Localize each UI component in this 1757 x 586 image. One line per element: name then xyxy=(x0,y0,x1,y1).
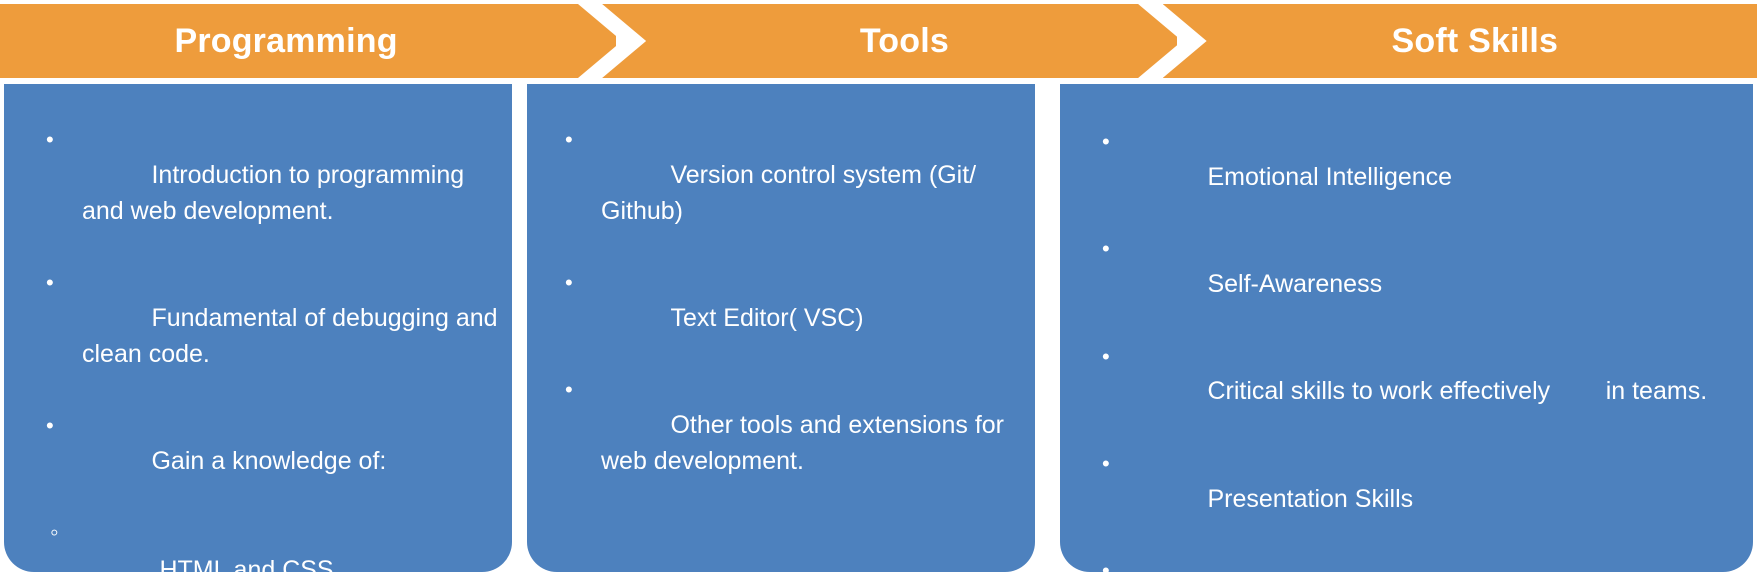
programming-sub-bullet-list: HTML and CSS. Responsive web design Basi… xyxy=(4,515,512,572)
panel-programming: Introduction to programming and web deve… xyxy=(4,84,512,572)
sub-list-item: HTML and CSS. xyxy=(46,515,512,572)
list-item-text: Introduction to programming and web deve… xyxy=(82,160,472,225)
list-item: Fundamental of debugging and clean code. xyxy=(40,265,498,408)
header-chevron-tools[interactable]: Tools xyxy=(602,4,1177,78)
panel-soft-skills: Emotional Intelligence Self-Awareness Cr… xyxy=(1060,84,1753,572)
header-chevron-band: Programming Tools Soft Skills xyxy=(0,4,1757,78)
header-chevron-soft-skills-label: Soft Skills xyxy=(1391,22,1559,60)
header-chevron-tools-label: Tools xyxy=(859,22,949,60)
list-item-text: Gain a knowledge of: xyxy=(151,446,387,475)
list-item: Emotional Intelligence xyxy=(1096,124,1737,231)
list-item: Critical skills to work effectively in t… xyxy=(1096,339,1737,446)
list-item-text: Version control system (Git/ Github) xyxy=(601,160,984,225)
sub-list-item-text: HTML and CSS. xyxy=(159,555,341,573)
list-item: Presentation Skills xyxy=(1096,446,1737,553)
list-item-text: Self-Awareness xyxy=(1207,270,1383,298)
soft-skills-bullet-list: Emotional Intelligence Self-Awareness Cr… xyxy=(1060,84,1753,572)
content-panels: Introduction to programming and web deve… xyxy=(0,84,1757,572)
list-item-text: Other tools and extensions for web devel… xyxy=(601,411,1011,475)
list-item: Other tools and extensions for web devel… xyxy=(559,372,1019,515)
list-item-text: Critical skills to work effectively in t… xyxy=(1207,377,1708,406)
list-item: Introduction to programming and web deve… xyxy=(40,122,498,265)
list-item: Version control system (Git/ Github) xyxy=(559,122,1019,265)
header-chevron-soft-skills[interactable]: Soft Skills xyxy=(1162,4,1757,78)
list-item: Self-Awareness xyxy=(1096,231,1737,338)
tools-bullet-list: Version control system (Git/ Github) Tex… xyxy=(527,84,1035,515)
header-chevron-programming[interactable]: Programming xyxy=(0,4,617,78)
programming-bullet-list: Introduction to programming and web deve… xyxy=(4,84,512,515)
list-item: CV & LinkedIn Profiles xyxy=(1096,553,1737,572)
header-chevron-programming-label: Programming xyxy=(174,22,398,60)
list-item: Text Editor( VSC) xyxy=(559,265,1019,372)
list-item-text: Emotional Intelligence xyxy=(1207,162,1453,191)
list-item-text: Text Editor( VSC) xyxy=(670,303,864,332)
list-item-text: Fundamental of debugging and clean code. xyxy=(82,303,505,368)
list-item-text: Presentation Skills xyxy=(1207,484,1414,513)
list-item: Gain a knowledge of: xyxy=(40,408,498,515)
panel-tools: Version control system (Git/ Github) Tex… xyxy=(527,84,1035,572)
